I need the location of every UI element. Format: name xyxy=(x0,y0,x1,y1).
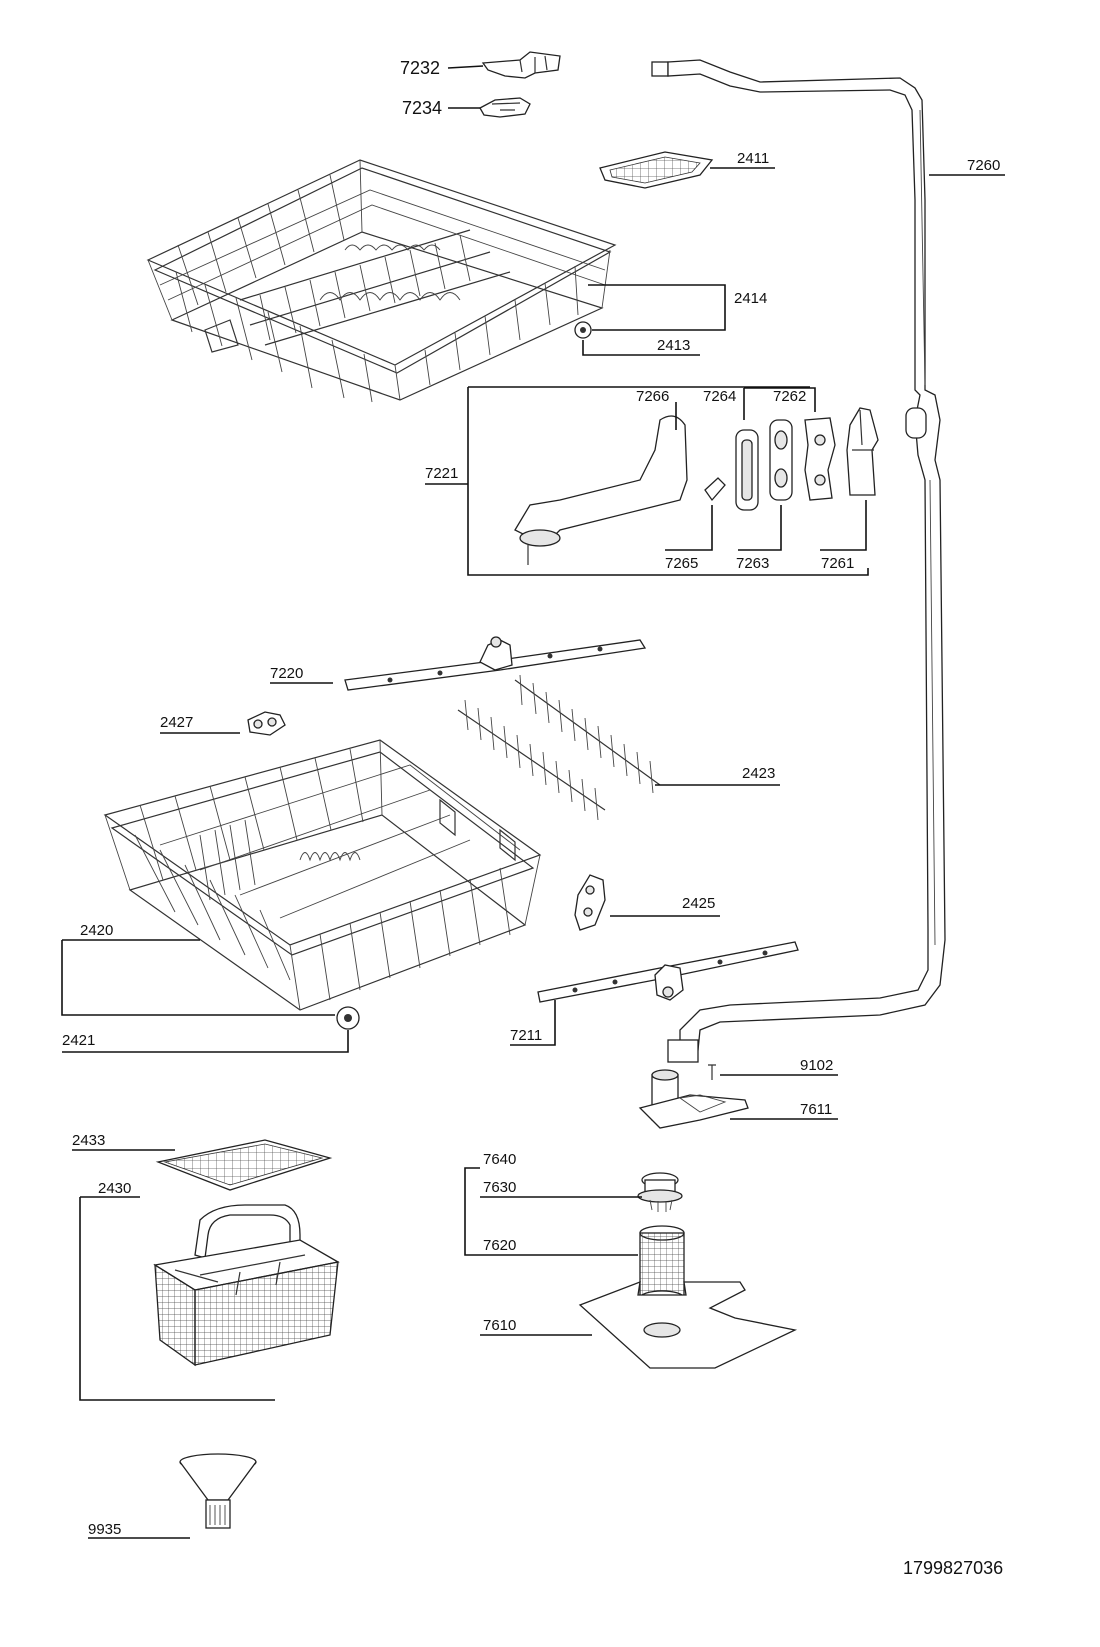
label-2421: 2421 xyxy=(62,1032,95,1049)
leader-2420 xyxy=(61,939,335,1016)
part-7611-sump-cover xyxy=(638,1069,749,1129)
label-7234: 7234 xyxy=(402,98,442,118)
part-9102-screw xyxy=(708,1064,716,1080)
part-2423-tine-rack xyxy=(457,674,661,821)
label-2427: 2427 xyxy=(160,714,193,731)
label-7260: 7260 xyxy=(967,157,1000,174)
label-2425: 2425 xyxy=(682,895,715,912)
part-7260-supply-tube xyxy=(651,59,946,1063)
label-7220: 7220 xyxy=(270,665,303,682)
label-7263: 7263 xyxy=(736,555,769,572)
label-2411: 2411 xyxy=(737,150,769,167)
label-7221: 7221 xyxy=(425,465,458,482)
leader-2413 xyxy=(582,340,700,356)
part-2414-upper-basket xyxy=(146,159,617,403)
label-2430: 2430 xyxy=(98,1180,131,1197)
label-7264: 7264 xyxy=(703,388,736,405)
label-7620: 7620 xyxy=(483,1237,516,1254)
leader-7263 xyxy=(738,505,782,551)
part-2433-cutlery-grid xyxy=(155,1139,333,1191)
part-7630-filter-cap xyxy=(637,1172,683,1212)
label-2423: 2423 xyxy=(742,765,775,782)
label-7265: 7265 xyxy=(665,555,698,572)
label-7630: 7630 xyxy=(483,1179,516,1196)
part-9935-funnel xyxy=(179,1453,257,1529)
leader-2430 xyxy=(79,1196,275,1401)
part-7610-filter-plate xyxy=(578,1280,798,1369)
leader-7264-7262 xyxy=(743,387,816,420)
label-2414: 2414 xyxy=(734,290,767,307)
label-7266: 7266 xyxy=(636,388,669,405)
group-7221-box xyxy=(467,386,869,576)
drawing-number: 1799827036 xyxy=(903,1558,1003,1578)
label-9935: 9935 xyxy=(88,1521,121,1538)
part-2425-clip xyxy=(574,874,606,931)
part-7232-rail-stop xyxy=(481,51,561,79)
label-9102: 9102 xyxy=(800,1057,833,1074)
label-2433: 2433 xyxy=(72,1132,105,1149)
part-7262-bracket xyxy=(804,417,836,501)
leader-2421 xyxy=(62,1030,349,1053)
part-7261-holder xyxy=(846,407,879,496)
label-7232: 7232 xyxy=(400,58,440,78)
part-7220-middle-spray-arm xyxy=(344,636,647,691)
part-2427-clip xyxy=(247,711,286,736)
leader-7265 xyxy=(665,505,713,551)
part-2421-wheel xyxy=(336,1006,360,1030)
leader-7232 xyxy=(447,65,484,69)
part-7234-rail-stop xyxy=(479,97,531,118)
part-2411-cup-shelf xyxy=(599,151,714,189)
part-7211-lower-spray-arm xyxy=(537,941,799,1003)
label-7211: 7211 xyxy=(510,1027,542,1044)
label-7611: 7611 xyxy=(800,1101,832,1118)
label-7610: 7610 xyxy=(483,1317,516,1334)
part-2420-lower-basket xyxy=(103,739,542,1011)
part-7266-spray-tube xyxy=(514,415,688,565)
leader-2414 xyxy=(588,284,726,331)
part-7264-gasket xyxy=(769,419,793,501)
label-7261: 7261 xyxy=(821,555,854,572)
part-2430-cutlery-basket xyxy=(153,1204,340,1367)
leader-7261 xyxy=(820,500,867,551)
part-7263-gasket xyxy=(735,429,759,511)
label-2420: 2420 xyxy=(80,922,113,939)
part-7620-filter-cylinder xyxy=(639,1225,685,1306)
part-2413-wheel xyxy=(574,321,592,339)
label-2413: 2413 xyxy=(657,337,690,354)
part-7265-clip xyxy=(704,477,726,502)
leader-7640-group xyxy=(464,1167,480,1256)
label-7262: 7262 xyxy=(773,388,806,405)
label-7640: 7640 xyxy=(483,1151,516,1168)
leader-7211 xyxy=(510,1000,556,1046)
